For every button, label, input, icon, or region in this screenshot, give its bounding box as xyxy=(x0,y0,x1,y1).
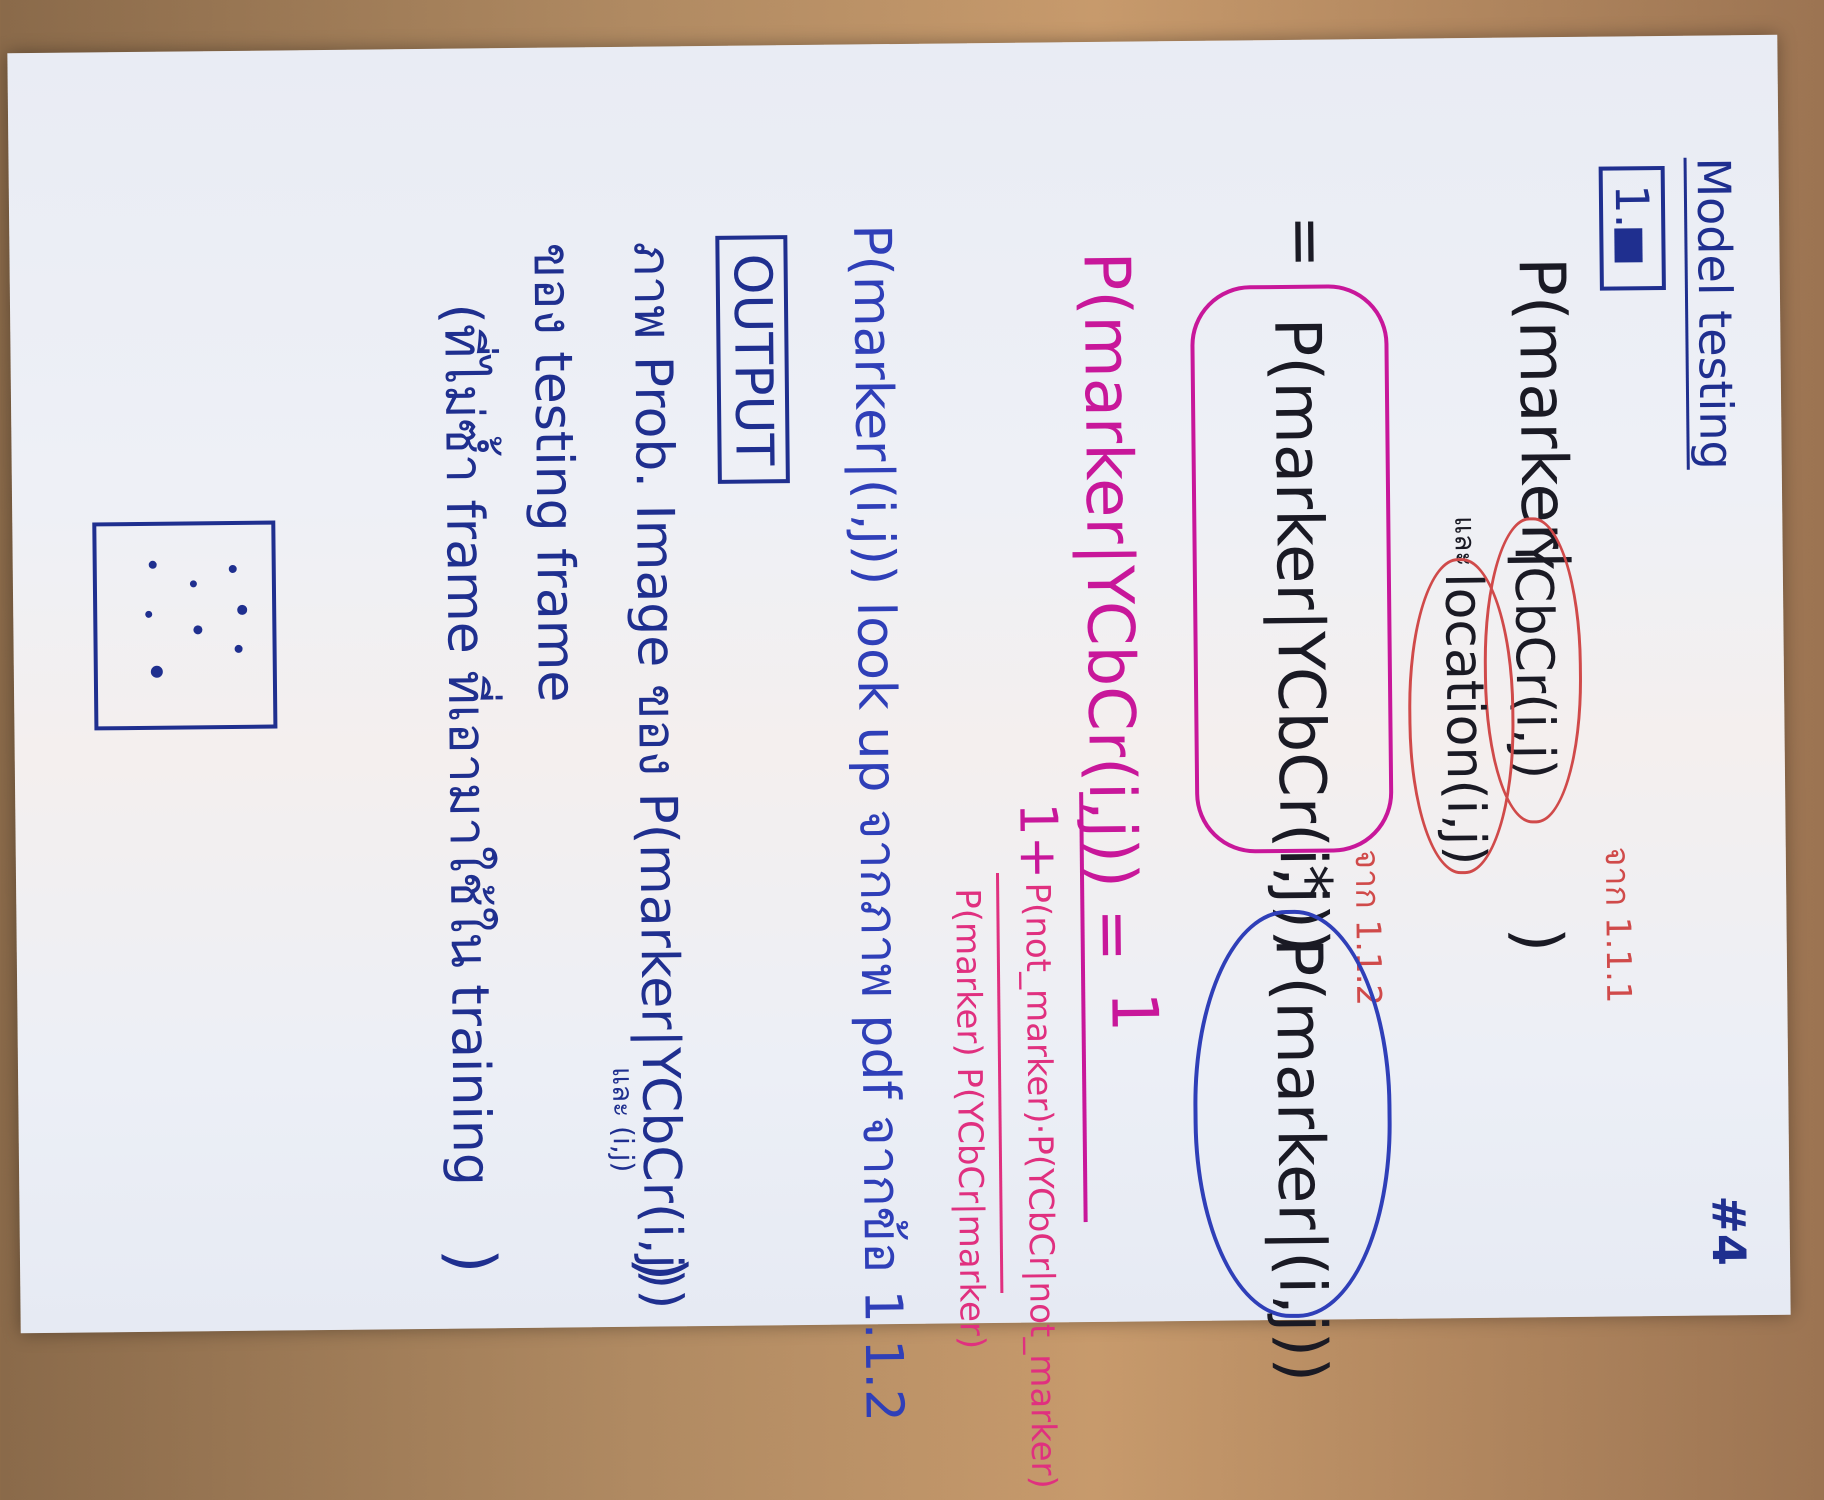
eq-close-paren: ) xyxy=(1500,926,1575,953)
output-line1-close: ) xyxy=(623,1256,699,1282)
bayes-lhs: P(marker|YCbCr(i,j)) = xyxy=(1068,251,1150,963)
bayes-inner-denominator: P(marker) P(YCbCr|marker) xyxy=(947,888,992,1350)
section-number: 1. xyxy=(1604,184,1660,229)
section-number-box: 1. xyxy=(1598,165,1666,291)
sketch-dot xyxy=(148,560,157,569)
sketch-dot xyxy=(145,610,153,618)
eq-term1: P(marker|YCbCr(i,j)) xyxy=(1259,317,1340,955)
sketch-dot xyxy=(189,580,197,588)
lookup-text: P(marker|(i,j)) look up จากภาพ pdf จากข้… xyxy=(841,223,914,1423)
location-circle xyxy=(1406,557,1517,875)
handwritten-notes: Model testing #4 1. P(marker| YCbCr(i,j)… xyxy=(15,45,1788,1489)
prob-image-sketch xyxy=(92,520,278,731)
page-number: #4 xyxy=(1701,1195,1757,1267)
output-line1-and: และ (i,j) xyxy=(605,1066,641,1173)
output-line2: ของ testing frame xyxy=(521,242,587,703)
sketch-dot xyxy=(234,644,243,653)
output-label: OUTPUT xyxy=(715,235,790,484)
sketch-dot xyxy=(193,625,203,635)
paper-sheet: Model testing #4 1. P(marker| YCbCr(i,j)… xyxy=(7,34,1791,1489)
output-line3-close: ) xyxy=(433,1248,509,1274)
sketch-dot xyxy=(237,604,248,615)
bayes-numerator: 1 xyxy=(1096,991,1171,1033)
output-line3: (ที่ไม่ซ้ำ frame ที่เอามาใช้ใน training xyxy=(431,303,502,1187)
title: Model testing xyxy=(1683,157,1744,470)
bayes-denominator-head: 1+ xyxy=(1007,802,1069,880)
bayes-inner-numerator: P(not_marker)·P(YCbCr|not_marker) xyxy=(1017,882,1064,1490)
bayes-inner-bar xyxy=(995,872,1004,1293)
sketch-dot xyxy=(150,665,163,678)
sketch-dot xyxy=(228,564,237,574)
eq-times: * xyxy=(1269,864,1345,898)
ref-1-1-1: จาก 1.1.1 xyxy=(1596,846,1639,1004)
eq-equals: = xyxy=(1268,214,1343,269)
eq-term2: P(marker|(i,j)) xyxy=(1260,937,1340,1383)
